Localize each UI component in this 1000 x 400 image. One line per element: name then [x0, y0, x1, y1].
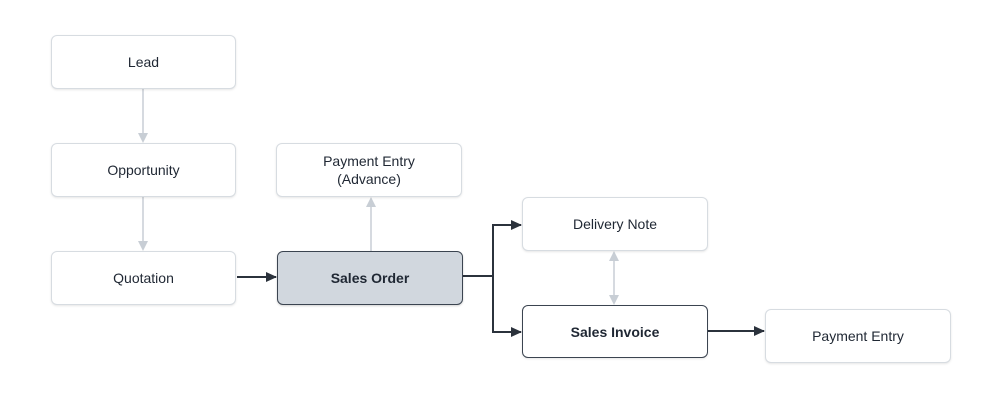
node-payment-entry-label: Payment Entry — [812, 328, 904, 344]
node-sales-invoice[interactable]: Sales Invoice — [522, 305, 708, 358]
node-payment-entry-advance-label: Payment Entry (Advance) — [323, 153, 415, 187]
node-opportunity[interactable]: Opportunity — [51, 143, 236, 197]
node-sales-order[interactable]: Sales Order — [277, 251, 463, 305]
node-sales-invoice-label: Sales Invoice — [570, 323, 660, 340]
node-sales-order-label: Sales Order — [330, 270, 410, 286]
node-lead[interactable]: Lead — [51, 35, 236, 89]
node-quotation-label: Quotation — [113, 270, 174, 286]
node-payment-entry-advance[interactable]: Payment Entry (Advance) — [276, 143, 462, 197]
node-quotation[interactable]: Quotation — [51, 251, 236, 305]
edge-salesorder-deliverynote — [492, 220, 522, 276]
node-delivery-note-label: Delivery Note — [572, 216, 658, 232]
node-payment-entry[interactable]: Payment Entry — [765, 309, 951, 363]
node-opportunity-label: Opportunity — [107, 162, 180, 178]
node-delivery-note[interactable]: Delivery Note — [522, 197, 708, 251]
node-lead-label: Lead — [127, 54, 160, 70]
edge-salesorder-salesinvoice — [492, 276, 522, 337]
